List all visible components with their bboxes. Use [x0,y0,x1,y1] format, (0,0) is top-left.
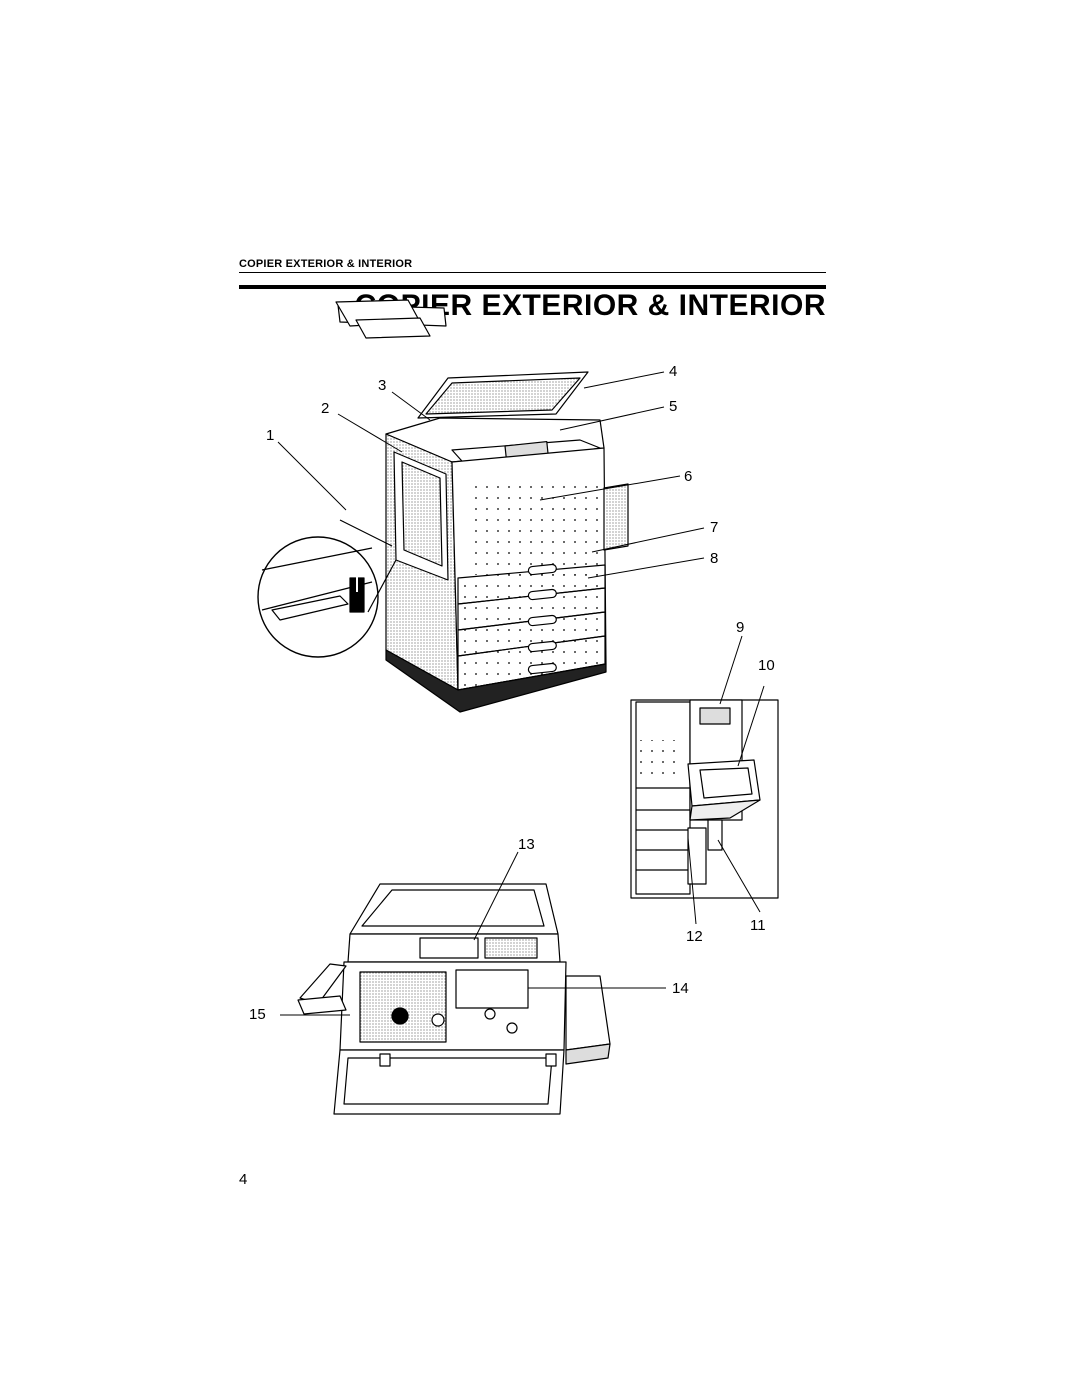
callout-5: 5 [669,398,678,415]
title-rule [239,285,826,289]
header-rule [239,272,826,273]
running-head: COPIER EXTERIOR & INTERIOR [239,258,413,270]
copier-side-view-illustration [630,699,779,899]
copier-exterior-illustration [257,299,629,713]
callout-13: 13 [518,836,535,853]
callout-8: 8 [710,550,719,567]
callout-10: 10 [758,657,775,674]
callout-4: 4 [669,363,678,380]
page-number: 4 [239,1171,248,1188]
callout-9: 9 [736,619,745,636]
callout-6: 6 [684,468,693,485]
callout-leaders-exterior [277,371,705,579]
callout-7: 7 [710,519,719,536]
callout-15: 15 [249,1006,266,1023]
callout-14: 14 [672,980,689,997]
callout-2: 2 [321,400,330,417]
callout-leaders-side [687,635,765,925]
callout-1: 1 [266,427,275,444]
copier-interior-illustration [297,883,611,1115]
callout-leaders-interior [280,851,666,1016]
callout-3: 3 [378,377,387,394]
callout-12: 12 [686,928,703,945]
callout-11: 11 [750,917,766,934]
